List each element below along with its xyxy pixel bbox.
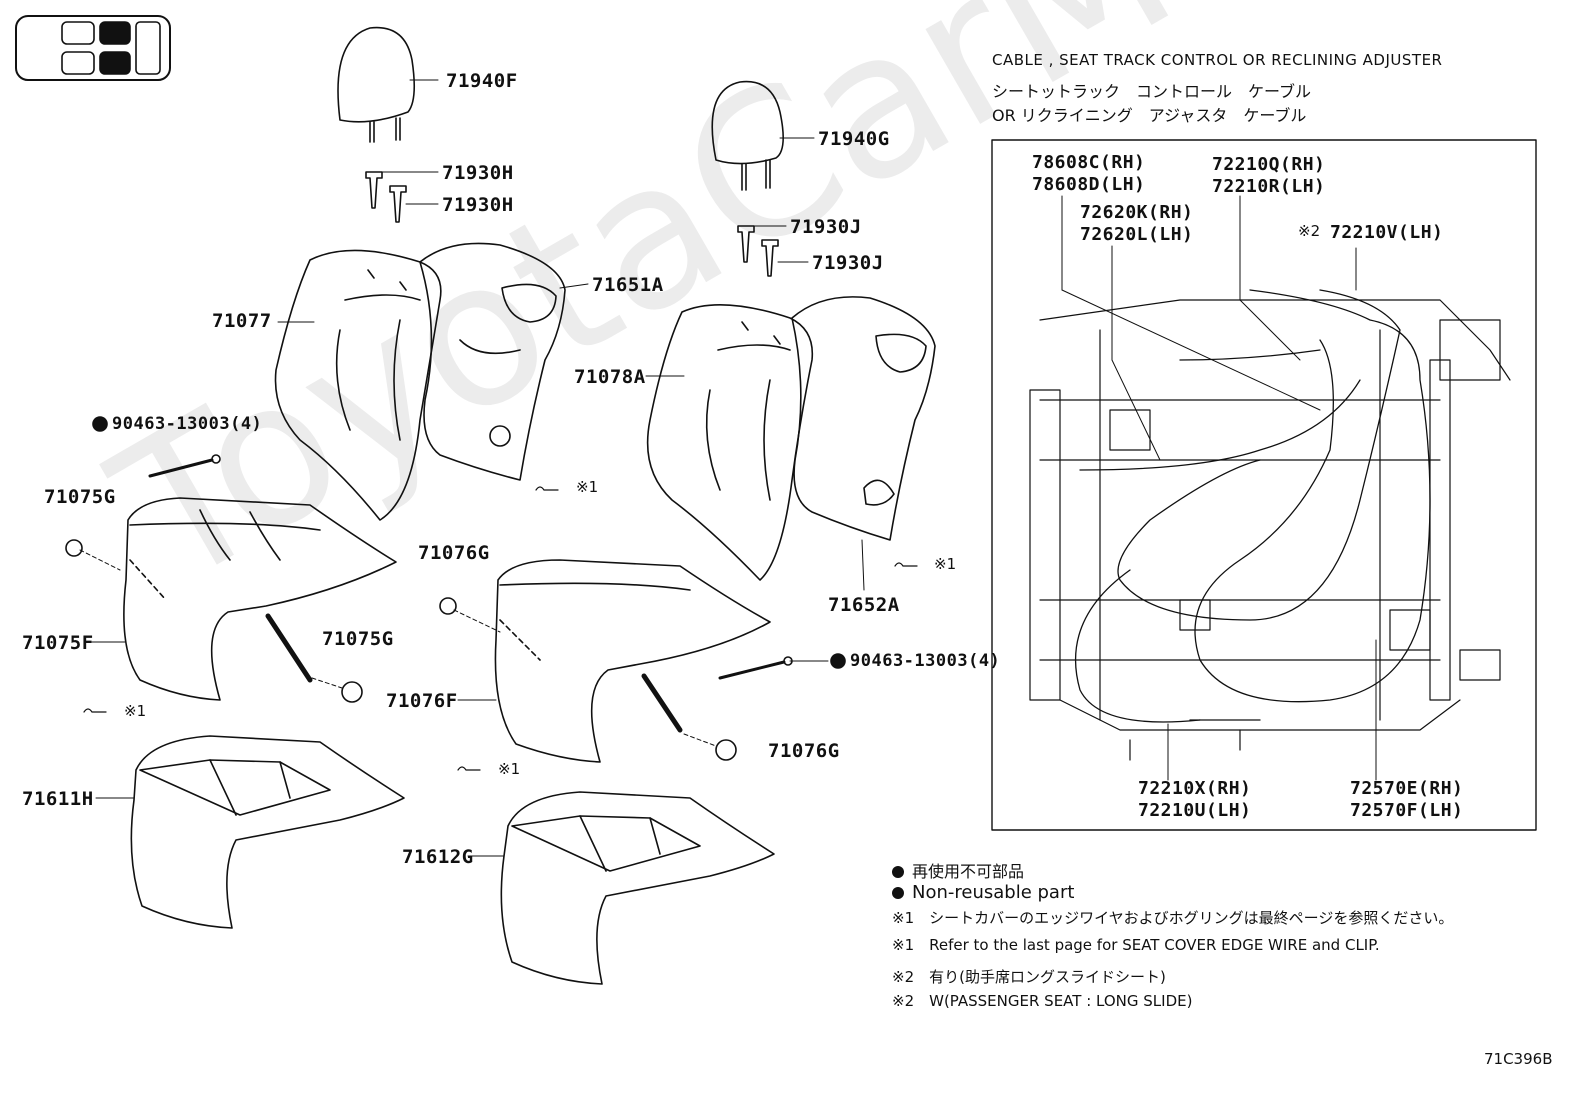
ref-mark-2-panel: ※2 [1298, 222, 1321, 240]
non-reusable-bullet-left [92, 416, 108, 432]
ref-mark-1d: ※1 [498, 760, 521, 778]
cable-panel-title-jp-2: OR リクライニング アジャスタ ケーブル [992, 106, 1307, 125]
label-hog-left-a[interactable]: 71075G [44, 486, 116, 508]
label-headrest-right[interactable]: 71940G [818, 128, 890, 150]
seat-back-board-right [791, 296, 936, 591]
label-clip-right[interactable]: 90463-13003(4) [850, 651, 1001, 671]
label-cable-72570e[interactable]: 72570E(RH) [1350, 778, 1464, 799]
label-cable-72620k[interactable]: 72620K(RH) [1080, 202, 1194, 223]
label-cushion-cover-left[interactable]: 71075F [22, 632, 94, 654]
headrest-guides-left [365, 171, 439, 223]
seat-cushion-left [95, 735, 405, 929]
label-cable-72210q[interactable]: 72210Q(RH) [1212, 154, 1326, 175]
headrest-guides-right [737, 225, 809, 277]
label-cable-72210u[interactable]: 72210U(LH) [1138, 800, 1252, 821]
seat-layout-icon [15, 15, 171, 81]
cable-panel-title-en: CABLE , SEAT TRACK CONTROL OR RECLINING … [992, 51, 1443, 69]
note-non-reusable-en: Non-reusable part [892, 882, 1074, 903]
label-cable-72570f[interactable]: 72570F(LH) [1350, 800, 1464, 821]
label-hog-left-b[interactable]: 71075G [322, 628, 394, 650]
label-cable-72210x[interactable]: 72210X(RH) [1138, 778, 1252, 799]
hog-ring-right-a [439, 597, 501, 633]
headrest-right [711, 80, 815, 191]
label-cable-72620l[interactable]: 72620L(LH) [1080, 224, 1194, 245]
cable-panel-title-jp-1: シートットラック コントロール ケーブル [992, 82, 1312, 101]
non-reusable-bullet-right [830, 653, 846, 669]
label-clip-left[interactable]: 90463-13003(4) [112, 414, 263, 434]
label-cable-78608d[interactable]: 78608D(LH) [1032, 174, 1146, 195]
label-guide-right-1[interactable]: 71930J [790, 216, 862, 238]
label-cushion-cover-right[interactable]: 71076F [386, 690, 458, 712]
label-back-cover-right[interactable]: 71078A [574, 366, 646, 388]
label-hog-right-b[interactable]: 71076G [768, 740, 840, 762]
note-ref2-en: ※2 W(PASSENGER SEAT : LONG SLIDE) [892, 992, 1193, 1010]
cable-panel-box [991, 139, 1537, 831]
hog-ring-left-a [65, 539, 121, 571]
note-non-reusable-jp: 再使用不可部品 [892, 858, 1024, 882]
seat-back-cover-left [274, 249, 442, 521]
label-guide-left-2[interactable]: 71930H [442, 194, 514, 216]
label-back-board-right[interactable]: 71652A [828, 594, 900, 616]
hog-ring-right-b [683, 733, 737, 761]
headrest-left [337, 26, 439, 143]
label-hog-right-a[interactable]: 71076G [418, 542, 490, 564]
label-back-cover-left[interactable]: 71077 [212, 310, 272, 332]
label-headrest-left[interactable]: 71940F [446, 70, 518, 92]
ref-mark-1a: ※1 [576, 478, 599, 496]
label-guide-right-2[interactable]: 71930J [812, 252, 884, 274]
label-back-board-left[interactable]: 71651A [592, 274, 664, 296]
bullet-icon [892, 866, 904, 878]
figure-code: 71C396B [1484, 1050, 1553, 1068]
seat-back-cover-right [645, 304, 814, 581]
note-ref1-en: ※1 Refer to the last page for SEAT COVER… [892, 936, 1380, 954]
label-guide-left-1[interactable]: 71930H [442, 162, 514, 184]
label-cable-72210r[interactable]: 72210R(LH) [1212, 176, 1326, 197]
label-cable-72210v[interactable]: 72210V(LH) [1330, 222, 1444, 243]
seat-back-board-left [419, 242, 589, 481]
label-cable-78608c[interactable]: 78608C(RH) [1032, 152, 1146, 173]
bullet-icon [892, 887, 904, 899]
edge-wire-marks [83, 486, 918, 771]
label-cushion-left[interactable]: 71611H [22, 788, 94, 810]
note-ref1-jp: ※1 シートカバーのエッジワイヤおよびホグリングは最終ページを参照ください。 [892, 909, 1454, 927]
seat-cushion-cover-left [91, 497, 397, 701]
seat-cushion-right [467, 791, 775, 985]
seat-cushion-cover-right [457, 559, 771, 763]
ref-mark-1b: ※1 [934, 555, 957, 573]
ref-mark-1c: ※1 [124, 702, 147, 720]
note-ref2-jp: ※2 有り(助手席ロングスライドシート) [892, 968, 1166, 986]
hog-ring-left-b [311, 677, 363, 703]
clip-left [148, 454, 221, 478]
label-cushion-right[interactable]: 71612G [402, 846, 474, 868]
